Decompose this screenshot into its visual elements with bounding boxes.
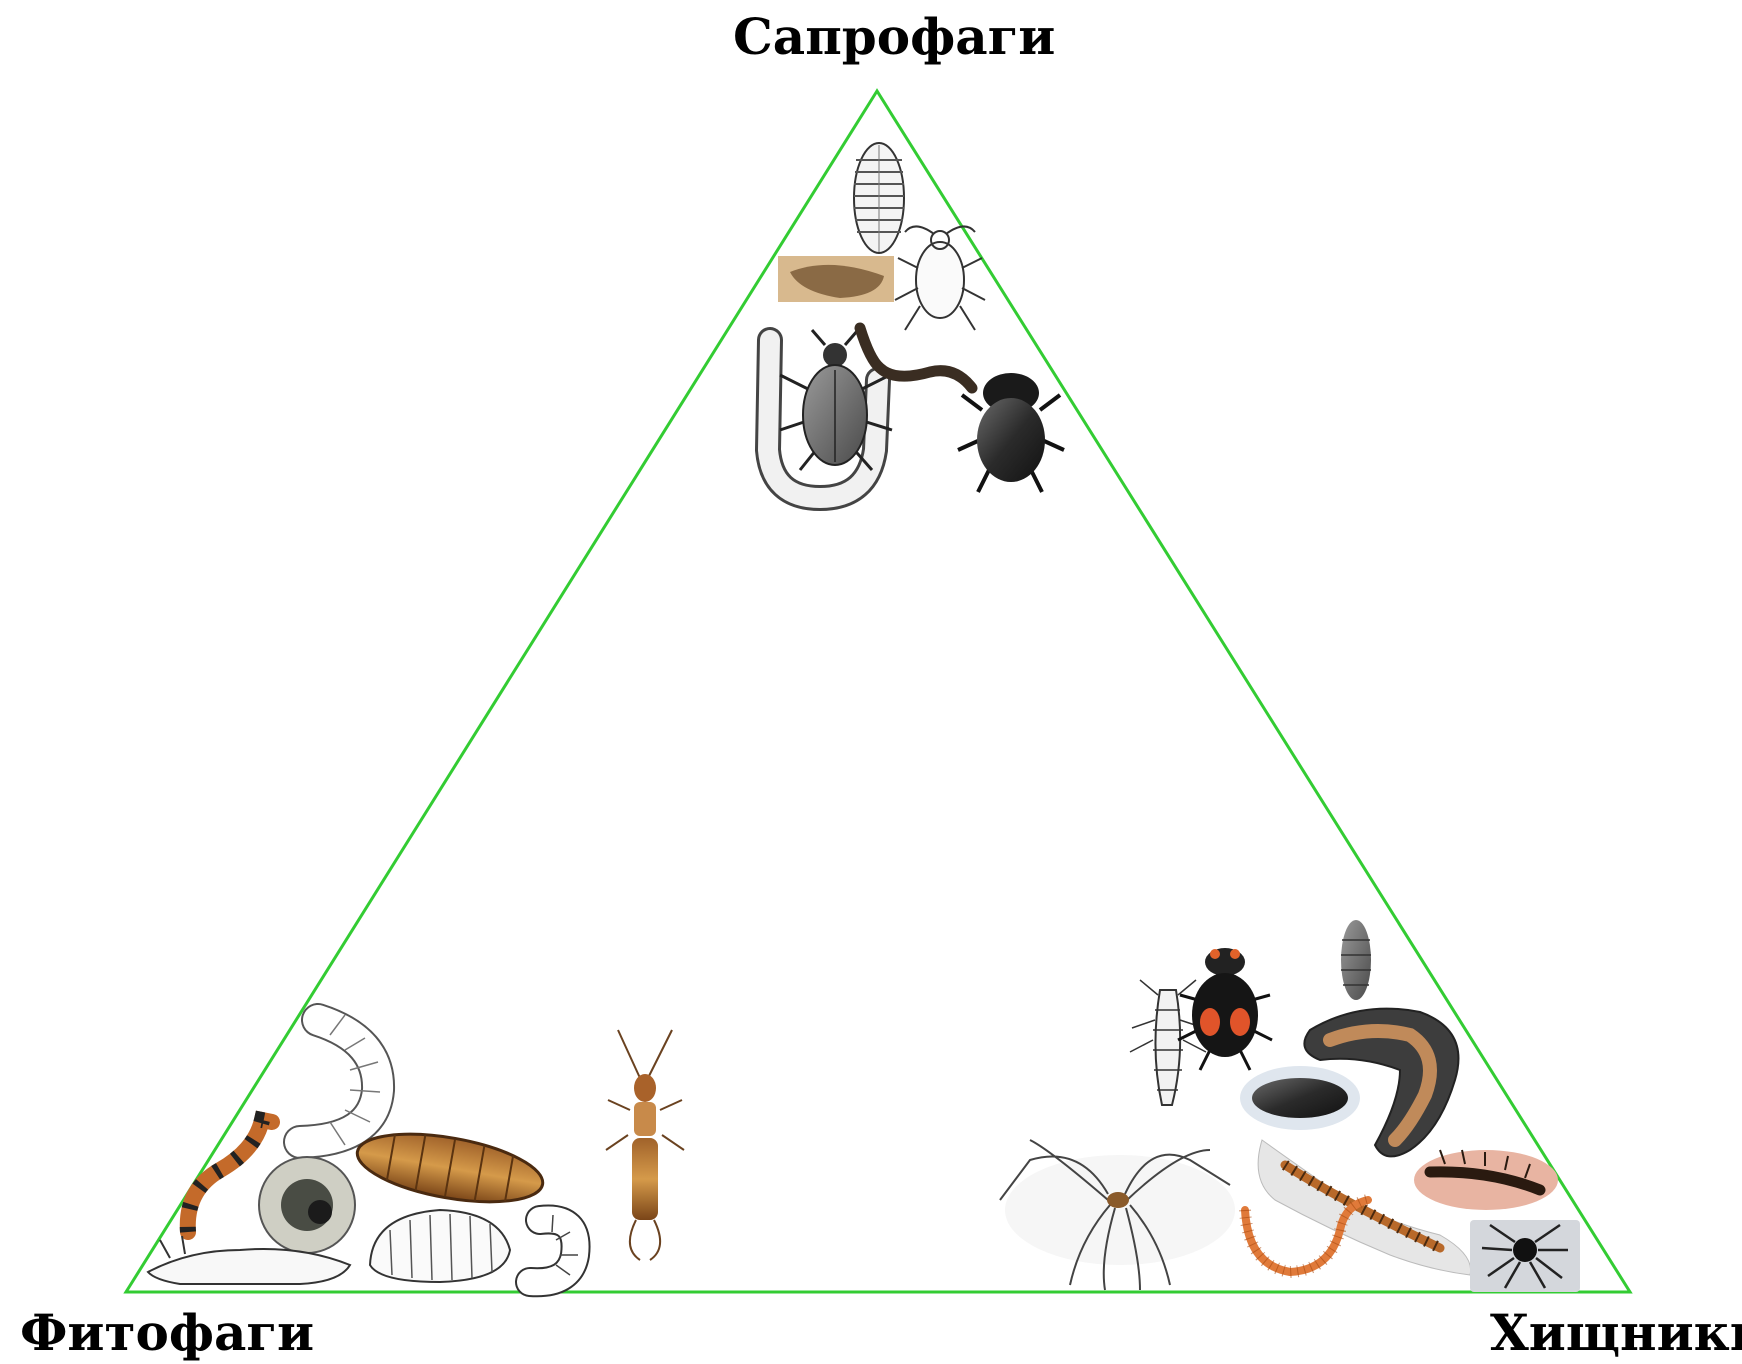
lithobius-dark-icon <box>1414 1150 1558 1210</box>
vertex-label-saprophages: Сапрофаги <box>733 12 1055 62</box>
vertex-label-phytophages: Фитофаги <box>20 1308 314 1358</box>
larva-photo-icon <box>778 256 894 302</box>
earwig-icon <box>606 1030 684 1260</box>
spider-icon <box>1470 1220 1580 1292</box>
harvestman-icon <box>1000 1140 1235 1290</box>
rove-beetle-icon <box>1240 1066 1360 1130</box>
springtail-icon <box>1341 920 1371 1000</box>
vertex-label-predators: Хищники <box>1490 1308 1742 1358</box>
caterpillar-icon <box>352 1122 548 1214</box>
grub-icon <box>300 1015 380 1145</box>
white-grub-icon <box>259 1157 355 1253</box>
woodlouse-icon <box>854 143 904 253</box>
curled-grub-icon <box>530 1215 578 1282</box>
ladybird-beetle-icon <box>1178 948 1272 1070</box>
hairy-larva-icon <box>370 1210 510 1282</box>
